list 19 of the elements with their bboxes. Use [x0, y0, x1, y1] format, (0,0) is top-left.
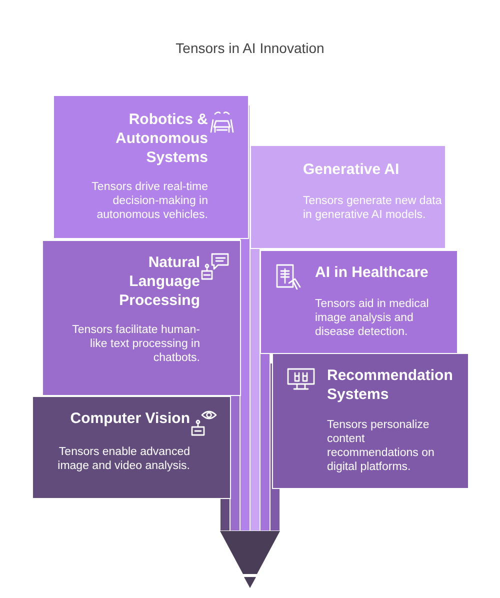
- card-description: Tensors drive real-time decision-making in autonomous vehicles.: [90, 180, 208, 222]
- card-description: Tensors facilitate human-like text processing in chatbots.: [71, 323, 200, 365]
- card-description: Tensors personalize content recommendations on digital platforms.: [327, 418, 436, 474]
- card-heading: Natural Language Processing: [118, 253, 200, 310]
- card-description: Tensors enable advanced image and video analysis.: [56, 445, 190, 473]
- card-description: Tensors generate new data in generative AI models.: [303, 194, 443, 222]
- topic-card: [250, 145, 446, 249]
- topic-card: [272, 353, 469, 489]
- topic-card: [42, 240, 241, 396]
- card-heading: Computer Vision: [69, 409, 190, 428]
- topic-card: [260, 250, 458, 354]
- topic-card: [32, 396, 231, 499]
- topic-card: [53, 95, 249, 239]
- card-heading: AI in Healthcare: [315, 263, 430, 282]
- card-heading: Generative AI: [303, 160, 400, 179]
- card-description: Tensors aid in medical image analysis and disease detection.: [315, 297, 430, 339]
- card-heading: Recommendation Systems: [327, 366, 454, 404]
- card-heading: Robotics & Autonomous Systems: [114, 110, 208, 167]
- title: Tensors in AI Innovation: [174, 40, 326, 56]
